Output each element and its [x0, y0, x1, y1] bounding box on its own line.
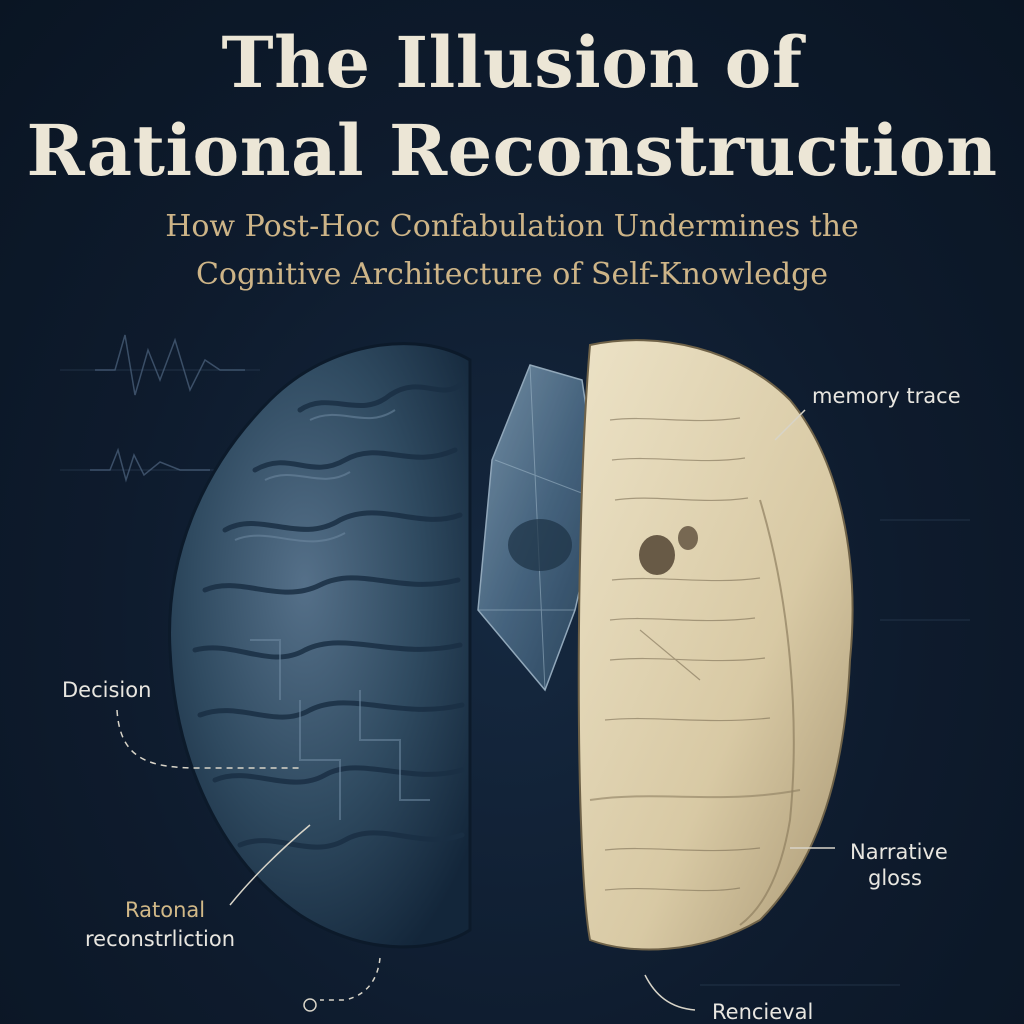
bottom-dashed-arrow — [320, 957, 381, 1001]
origin-node-icon — [303, 998, 317, 1012]
glass-shard-illustration — [477, 364, 601, 692]
annotation-lines — [116, 409, 835, 1011]
label-narrative-line-2: gloss — [868, 866, 922, 890]
parchment-rock-illustration — [577, 339, 854, 951]
decision-pointer — [116, 709, 300, 769]
label-rational-line-2: reconstrliction — [85, 927, 236, 951]
label-narrative-line-1: Narrative — [850, 840, 948, 864]
label-rational-line-1: Ratonal — [125, 898, 206, 922]
rational-pointer — [229, 824, 311, 906]
label-memory-trace: memory trace — [812, 384, 961, 408]
memory-trace-pointer — [774, 409, 806, 441]
title-line-2: Rational Reconstruction — [26, 109, 998, 192]
label-decision: Decision — [62, 678, 152, 702]
subtitle-line-2: Cognitive Architecture of Self-Knowledge — [195, 257, 829, 292]
eeg-waveform-icon — [90, 334, 245, 483]
label-retrieval: Rencieval — [712, 1000, 814, 1024]
title-line-1: The Illusion of — [221, 21, 803, 104]
brain-hemisphere-illustration — [168, 342, 472, 949]
retrieval-pointer — [644, 974, 696, 1011]
subtitle-line-1: How Post-Hoc Confabulation Undermines th… — [165, 209, 859, 244]
